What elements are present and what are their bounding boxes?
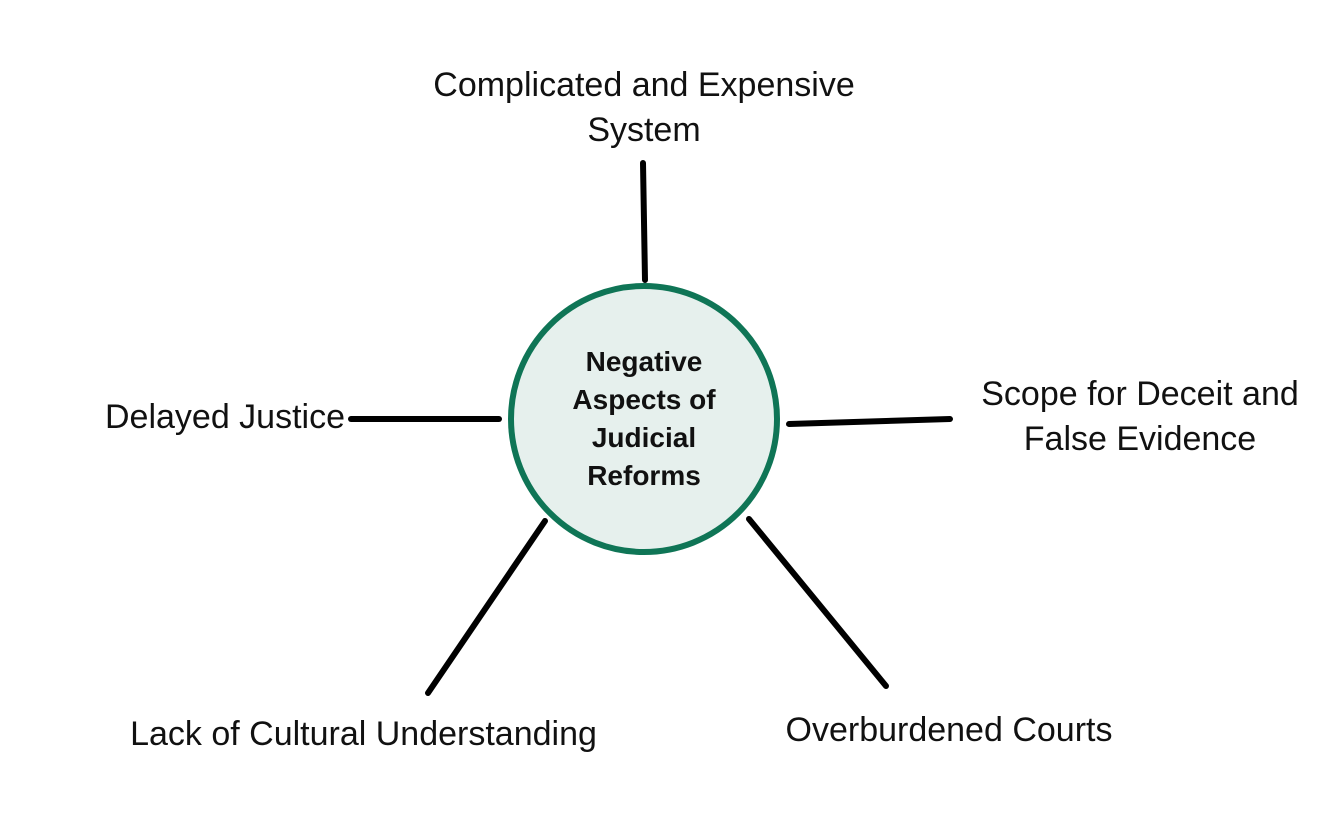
center-node-label: Negative Aspects of Judicial Reforms [572,346,716,491]
branch-label-top-line1: Complicated and Expensive [433,66,855,104]
branch-label-right-line1: Scope for Deceit and [981,375,1299,413]
branch-label-right: Scope for Deceit and False Evidence [955,372,1325,462]
branch-label-left: Delayed Justice [104,398,345,436]
branch-label-top-line2: System [587,111,701,149]
center-node: Negative Aspects of Judicial Reforms [508,283,780,555]
connector-top [640,160,648,283]
branch-label-bottom-left: Lack of Cultural Understanding [130,715,597,753]
branch-label-top: Complicated and Expensive System [400,63,888,153]
branch-label-bottom-right: Overburdened Courts [785,711,1113,749]
connector-bottom-right [746,516,889,689]
connector-right [786,416,953,427]
branch-label-right-line2: False Evidence [1023,420,1257,458]
connector-bottom-left [425,518,548,696]
